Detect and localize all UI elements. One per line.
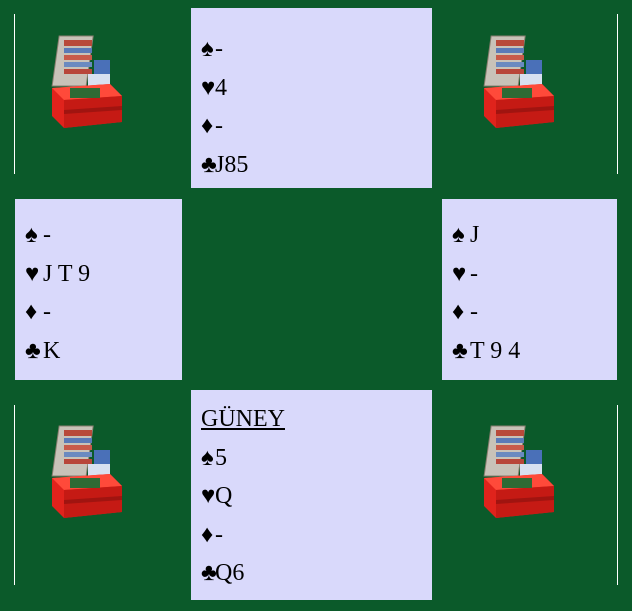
- east-clubs: ♣T 9 4: [452, 332, 617, 371]
- west-spades: ♠-: [25, 216, 182, 255]
- west-clubs-cards: K: [43, 338, 60, 364]
- south-label: GÜNEY: [201, 400, 432, 439]
- south-diamonds-cards: -: [215, 522, 223, 548]
- frame-line-left: [14, 405, 15, 585]
- diamond-icon: ♦: [201, 516, 215, 555]
- east-hand: ♠J ♥- ♦- ♣T 9 4: [442, 199, 617, 380]
- bridge-board-icon: [480, 420, 558, 530]
- bridge-board-icon: [48, 420, 126, 530]
- east-hearts-cards: -: [470, 261, 478, 287]
- east-diamonds: ♦-: [452, 293, 617, 332]
- north-hearts-cards: 4: [215, 75, 227, 101]
- east-spades: ♠J: [452, 216, 617, 255]
- club-icon: ♣: [201, 146, 215, 185]
- spade-icon: ♠: [25, 216, 43, 255]
- east-clubs-cards: T 9 4: [470, 338, 520, 364]
- bridge-board-icon: [480, 30, 558, 140]
- heart-icon: ♥: [452, 255, 470, 294]
- north-spades-cards: -: [215, 36, 223, 62]
- diamond-icon: ♦: [201, 107, 215, 146]
- frame-line-right: [617, 14, 618, 174]
- east-diamonds-cards: -: [470, 299, 478, 325]
- south-clubs: ♣Q6: [201, 554, 432, 593]
- north-clubs: ♣J85: [201, 146, 432, 185]
- frame-line-left: [14, 14, 15, 174]
- south-clubs-cards: Q6: [215, 560, 244, 586]
- spade-icon: ♠: [452, 216, 470, 255]
- north-spades: ♠-: [201, 30, 432, 69]
- south-hand: GÜNEY ♠5 ♥Q ♦- ♣Q6: [191, 390, 432, 600]
- spade-icon: ♠: [201, 439, 215, 478]
- south-spades: ♠5: [201, 439, 432, 478]
- diamond-icon: ♦: [452, 293, 470, 332]
- south-hearts-cards: Q: [215, 483, 232, 509]
- south-hearts: ♥Q: [201, 477, 432, 516]
- club-icon: ♣: [201, 554, 215, 593]
- west-clubs: ♣K: [25, 332, 182, 371]
- south-diamonds: ♦-: [201, 516, 432, 555]
- east-hearts: ♥-: [452, 255, 617, 294]
- west-spades-cards: -: [43, 222, 51, 248]
- west-diamonds-cards: -: [43, 299, 51, 325]
- heart-icon: ♥: [201, 69, 215, 108]
- north-clubs-cards: J85: [215, 152, 248, 178]
- west-hand: ♠- ♥J T 9 ♦- ♣K: [15, 199, 182, 380]
- west-hearts-cards: J T 9: [43, 261, 90, 287]
- west-hearts: ♥J T 9: [25, 255, 182, 294]
- south-spades-cards: 5: [215, 445, 227, 471]
- north-hand: ♠- ♥4 ♦- ♣J85: [191, 8, 432, 188]
- club-icon: ♣: [25, 332, 43, 371]
- west-diamonds: ♦-: [25, 293, 182, 332]
- heart-icon: ♥: [25, 255, 43, 294]
- north-diamonds-cards: -: [215, 113, 223, 139]
- bridge-board-icon: [48, 30, 126, 140]
- heart-icon: ♥: [201, 477, 215, 516]
- north-hearts: ♥4: [201, 69, 432, 108]
- club-icon: ♣: [452, 332, 470, 371]
- diamond-icon: ♦: [25, 293, 43, 332]
- spade-icon: ♠: [201, 30, 215, 69]
- frame-line-right: [617, 405, 618, 585]
- north-diamonds: ♦-: [201, 107, 432, 146]
- east-spades-cards: J: [470, 222, 479, 248]
